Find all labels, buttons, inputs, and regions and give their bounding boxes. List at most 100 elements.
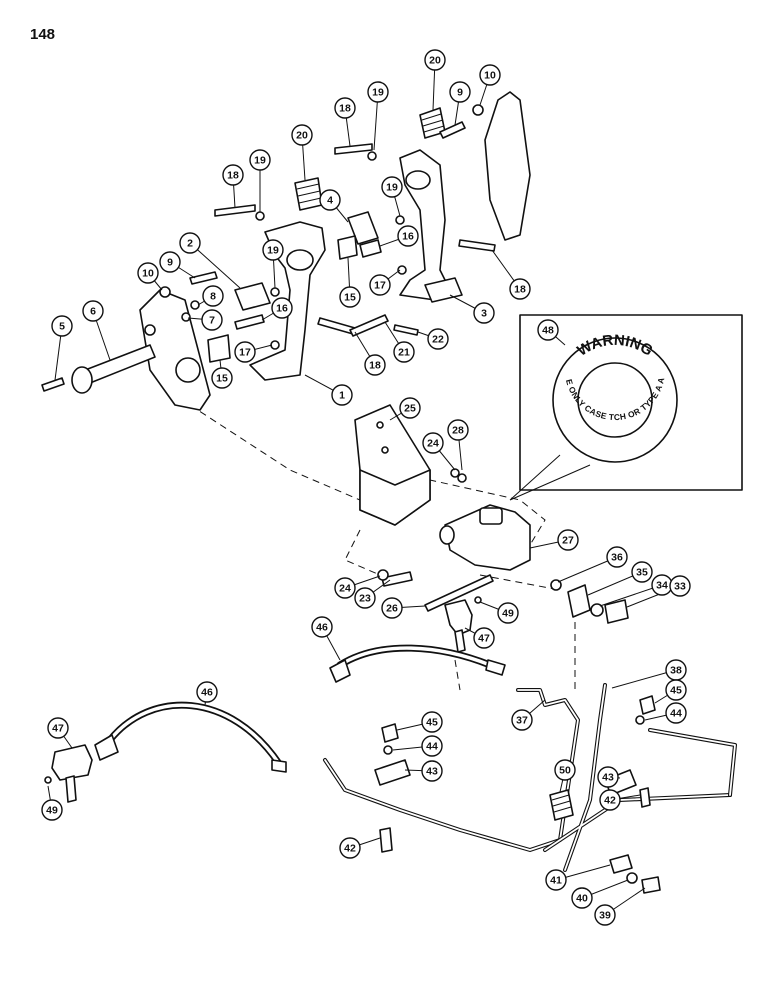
callout-5: 5 bbox=[51, 315, 73, 337]
washer-40 bbox=[626, 872, 638, 884]
hose-end-upper-right bbox=[485, 659, 506, 676]
callout-15: 15 bbox=[211, 367, 233, 389]
callout-label: 20 bbox=[296, 130, 308, 142]
leader-c2 bbox=[189, 242, 241, 289]
callout-8: 8 bbox=[202, 285, 224, 307]
callout-15: 15 bbox=[339, 286, 361, 308]
callout-label: 2 bbox=[187, 238, 193, 250]
spring-50 bbox=[549, 789, 574, 821]
callout-label: 41 bbox=[550, 875, 562, 887]
callout-22: 22 bbox=[427, 328, 449, 350]
washer-36 bbox=[550, 579, 562, 591]
reservoir-cap bbox=[479, 507, 503, 525]
screw-49a bbox=[474, 596, 482, 604]
leader-c34 bbox=[599, 584, 663, 607]
callout-label: 35 bbox=[636, 567, 648, 579]
nut-45a bbox=[381, 723, 399, 743]
nut-19c bbox=[395, 215, 405, 225]
callout-label: 47 bbox=[478, 633, 490, 645]
bolt-42b bbox=[639, 787, 651, 808]
bolt-18d bbox=[317, 317, 356, 335]
callout-47: 47 bbox=[47, 717, 69, 739]
washer-34 bbox=[590, 603, 604, 617]
callout-label: 19 bbox=[372, 87, 384, 99]
callout-37: 37 bbox=[511, 709, 533, 731]
callout-34: 34 bbox=[651, 574, 673, 596]
callout-label: 38 bbox=[670, 665, 682, 677]
bracket-hole-b bbox=[381, 446, 389, 454]
callout-label: 16 bbox=[276, 303, 288, 315]
nut-10a bbox=[472, 104, 484, 116]
banjo-fitting-35 bbox=[567, 584, 591, 618]
callout-24: 24 bbox=[334, 577, 356, 599]
callout-label: 4 bbox=[327, 195, 333, 207]
callout-label: 49 bbox=[46, 805, 58, 817]
nut-19d bbox=[270, 287, 280, 297]
banjo-bolt-33 bbox=[604, 599, 629, 624]
callout-24: 24 bbox=[422, 432, 444, 454]
callout-label: 19 bbox=[386, 182, 398, 194]
callout-19: 19 bbox=[381, 176, 403, 198]
callout-label: 7 bbox=[209, 315, 215, 327]
bleed-valve-47-upper bbox=[444, 599, 473, 636]
callout-16: 16 bbox=[397, 225, 419, 247]
callout-16: 16 bbox=[271, 297, 293, 319]
clip-43a bbox=[374, 759, 411, 786]
callout-label: 43 bbox=[602, 772, 614, 784]
nut-17b bbox=[270, 340, 280, 350]
callout-label: 33 bbox=[674, 581, 686, 593]
washer-44b bbox=[635, 715, 645, 725]
callout-label: 39 bbox=[599, 910, 611, 922]
callout-9: 9 bbox=[159, 251, 181, 273]
callout-19: 19 bbox=[249, 149, 271, 171]
callout-label: 1 bbox=[339, 390, 345, 402]
callout-38: 38 bbox=[665, 659, 687, 681]
callout-label: 18 bbox=[339, 103, 351, 115]
callout-42: 42 bbox=[339, 837, 361, 859]
bolt-23 bbox=[381, 571, 413, 587]
callout-44: 44 bbox=[421, 735, 443, 757]
callout-label: 9 bbox=[457, 87, 463, 99]
callout-10: 10 bbox=[137, 262, 159, 284]
callout-18: 18 bbox=[509, 278, 531, 300]
rod-26 bbox=[424, 574, 494, 612]
callout-label: 50 bbox=[559, 765, 571, 777]
page-number: 148 bbox=[30, 26, 56, 43]
bolt-15b bbox=[207, 334, 231, 363]
callout-26: 26 bbox=[381, 597, 403, 619]
callout-label: 44 bbox=[426, 741, 438, 753]
brake-line-right bbox=[648, 728, 737, 797]
callout-49: 49 bbox=[41, 799, 63, 821]
callout-label: 17 bbox=[374, 280, 386, 292]
callout-23: 23 bbox=[354, 587, 376, 609]
bolt-16a bbox=[359, 239, 382, 258]
decal-leader bbox=[509, 454, 591, 501]
callout-label: 25 bbox=[404, 403, 416, 415]
callout-45: 45 bbox=[421, 711, 443, 733]
washer-28 bbox=[457, 473, 467, 483]
callout-label: 37 bbox=[516, 715, 528, 727]
callout-1: 1 bbox=[331, 384, 353, 406]
callout-46: 46 bbox=[311, 616, 333, 638]
screw-49b bbox=[44, 776, 52, 784]
callout-label: 27 bbox=[562, 535, 574, 547]
shaft-flange bbox=[71, 366, 93, 394]
bolt-18b bbox=[214, 204, 256, 217]
callout-label: 21 bbox=[398, 347, 410, 359]
bleed-valve-47-lower bbox=[51, 744, 93, 781]
callout-label: 15 bbox=[216, 373, 228, 385]
callout-label: 19 bbox=[267, 245, 279, 257]
hose-end-upper-left bbox=[329, 659, 351, 683]
callout-7: 7 bbox=[201, 309, 223, 331]
callout-label: 49 bbox=[502, 608, 514, 620]
callout-label: 24 bbox=[339, 583, 351, 595]
callout-10: 10 bbox=[479, 64, 501, 86]
nut-45b bbox=[639, 695, 656, 715]
washer-44a bbox=[383, 745, 393, 755]
pin-21 bbox=[349, 314, 389, 337]
callout-label: 5 bbox=[59, 321, 65, 333]
callout-35: 35 bbox=[631, 561, 653, 583]
callout-label: 10 bbox=[142, 268, 154, 280]
